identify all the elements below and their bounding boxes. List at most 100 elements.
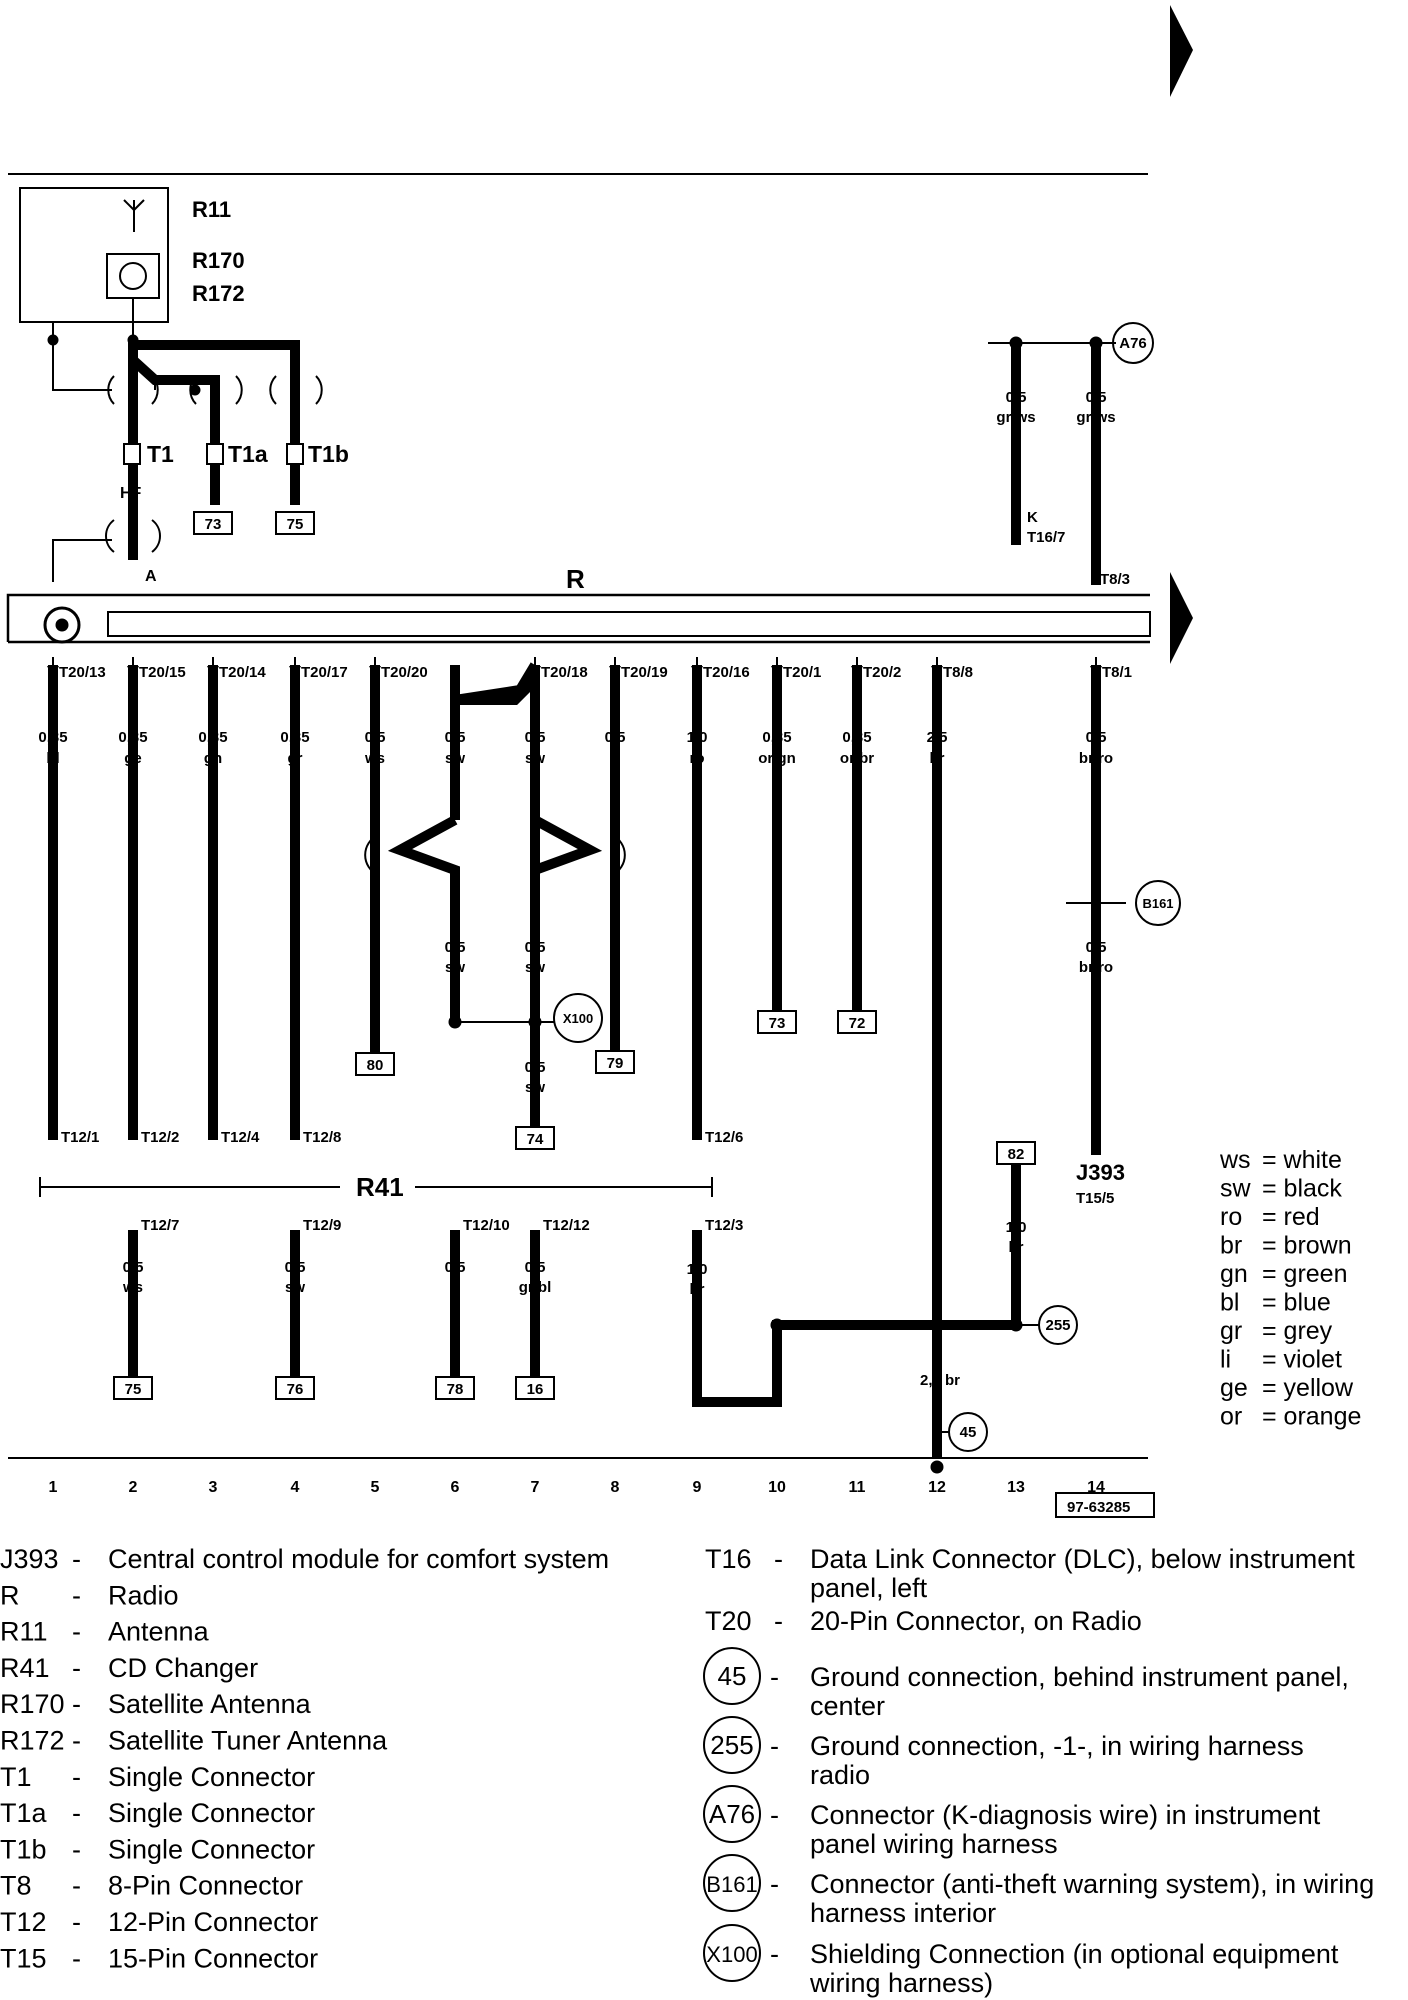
wire-color-label: gr/ws bbox=[996, 409, 1035, 426]
color-name: = yellow bbox=[1262, 1374, 1354, 1402]
legend-desc: Single Connector bbox=[108, 1798, 315, 1828]
legend-desc: Ground connection, behind instrument pan… bbox=[810, 1662, 1349, 1692]
legend-code: T12 bbox=[0, 1907, 47, 1937]
color-name: = orange bbox=[1262, 1403, 1361, 1431]
label-t1a: T1a bbox=[228, 441, 268, 467]
column-number: 2 bbox=[129, 1479, 138, 1496]
wire-size-label: 0,5 bbox=[445, 939, 466, 956]
legend-dash: - bbox=[72, 1689, 81, 1719]
column-number: 6 bbox=[451, 1479, 460, 1496]
wire-color-label: sw bbox=[525, 1079, 545, 1096]
color-code: ge bbox=[1220, 1374, 1248, 1402]
radio-pin-label: T20/14 bbox=[219, 664, 266, 681]
wire-color-label: gr/ws bbox=[1076, 409, 1115, 426]
r41-pin-label: T12/10 bbox=[463, 1217, 510, 1234]
label-t1b: T1b bbox=[308, 441, 349, 467]
wire-color-label: gr/bl bbox=[519, 1279, 552, 1296]
legend-code: X100 bbox=[706, 1942, 757, 1967]
connection-circle-label: 255 bbox=[1045, 1317, 1070, 1334]
legend-code: T8 bbox=[0, 1871, 32, 1901]
color-code: or bbox=[1220, 1403, 1242, 1431]
color-name: = black bbox=[1262, 1175, 1342, 1203]
wire-size-label: 0,5 bbox=[445, 729, 466, 746]
legend-code: J393 bbox=[0, 1544, 59, 1574]
wire-color-label: bl bbox=[46, 750, 59, 767]
legend-circle bbox=[703, 1924, 761, 1982]
wire-size-label: 0,35 bbox=[762, 729, 791, 746]
radio-pin-label: T20/2 bbox=[863, 664, 901, 681]
color-code: ro bbox=[1220, 1203, 1242, 1231]
ref-box bbox=[275, 1376, 315, 1400]
antenna-connectors bbox=[47, 334, 323, 582]
legend-desc: Satellite Tuner Antenna bbox=[108, 1726, 388, 1756]
continue-arrow-top bbox=[1170, 5, 1193, 97]
legend-desc: Satellite Antenna bbox=[108, 1689, 312, 1719]
legend-dash: - bbox=[770, 1731, 779, 1761]
legend-circle bbox=[703, 1716, 761, 1774]
wire-size-label: 0,5 bbox=[525, 1259, 546, 1276]
label-t8-3: T8/3 bbox=[1100, 571, 1130, 588]
label-r11: R11 bbox=[192, 197, 231, 222]
color-code: gn bbox=[1220, 1260, 1248, 1288]
radio-pin-label: T20/17 bbox=[301, 664, 348, 681]
wire-size-label: 0,5 bbox=[525, 939, 546, 956]
wire-color-label: ge bbox=[124, 750, 142, 767]
wire-color-label: sw bbox=[525, 959, 545, 976]
color-code: bl bbox=[1220, 1289, 1239, 1317]
ref-box-label: 73 bbox=[205, 516, 222, 533]
wire-color-label: li bbox=[611, 750, 619, 767]
connection-circle-label: B161 bbox=[1142, 896, 1173, 911]
legend-desc: Central control module for comfort syste… bbox=[108, 1544, 609, 1574]
ref-box bbox=[757, 1010, 797, 1034]
column-number: 12 bbox=[928, 1479, 946, 1496]
color-code: li bbox=[1220, 1346, 1231, 1374]
wire-color-label: ws bbox=[122, 1279, 143, 1296]
legend-desc-cont: center bbox=[810, 1691, 885, 1721]
radio-pin-label: T20/15 bbox=[139, 664, 186, 681]
wire-size-label: 0,5 bbox=[445, 1259, 466, 1276]
color-code: sw bbox=[1220, 1175, 1252, 1203]
legend-desc: 20-Pin Connector, on Radio bbox=[810, 1606, 1142, 1636]
ref-box-label: 72 bbox=[849, 1015, 866, 1032]
connection-circle-label: A76 bbox=[1119, 335, 1147, 352]
wire-color-label: li bbox=[451, 1279, 459, 1296]
label-t16-7: T16/7 bbox=[1027, 529, 1065, 546]
wire-size-label: 0,5 bbox=[525, 1059, 546, 1076]
color-name: = white bbox=[1262, 1146, 1342, 1174]
radio-pin-label: T20/18 bbox=[541, 664, 588, 681]
r41-bracket bbox=[39, 1177, 713, 1197]
color-name: = grey bbox=[1262, 1317, 1333, 1345]
connection-circle bbox=[1135, 880, 1181, 926]
color-name: = red bbox=[1262, 1203, 1320, 1231]
legend-desc: Single Connector bbox=[108, 1834, 315, 1864]
wire-color-label: or/gn bbox=[758, 750, 796, 767]
ref-box bbox=[435, 1376, 475, 1400]
legend-code: T15 bbox=[0, 1943, 47, 1973]
wire-size-label: 0,35 bbox=[198, 729, 227, 746]
legend-desc-cont: panel wiring harness bbox=[810, 1829, 1058, 1859]
legend-dash: - bbox=[72, 1943, 81, 1973]
column-number: 4 bbox=[291, 1479, 300, 1496]
legend-dash: - bbox=[72, 1544, 81, 1574]
legend-dash: - bbox=[72, 1798, 81, 1828]
column-number: 8 bbox=[611, 1479, 620, 1496]
column-number: 13 bbox=[1007, 1479, 1025, 1496]
ref-box bbox=[837, 1010, 877, 1034]
label-hf: HF bbox=[120, 485, 142, 502]
diagram-id-box bbox=[1055, 1492, 1155, 1518]
wire-color-label: or/br bbox=[840, 750, 874, 767]
wire-color-label: ro bbox=[690, 750, 705, 767]
wire-color-label: br/ro bbox=[1079, 959, 1113, 976]
radio-pin-label: T20/16 bbox=[703, 664, 750, 681]
legend-dash: - bbox=[774, 1544, 783, 1574]
legend-dash: - bbox=[72, 1726, 81, 1756]
legend-desc: CD Changer bbox=[108, 1653, 258, 1683]
legend-code: B161 bbox=[706, 1872, 757, 1897]
wire-color-label: br/ro bbox=[1079, 750, 1113, 767]
wire-size-label: 0,5 bbox=[365, 729, 386, 746]
wire-size-label: 0,5 bbox=[123, 1259, 144, 1276]
legend-code: R170 bbox=[0, 1689, 65, 1719]
column-number: 5 bbox=[371, 1479, 380, 1496]
r41-pin-label: T12/7 bbox=[141, 1217, 179, 1234]
label-radio: R bbox=[566, 564, 585, 594]
